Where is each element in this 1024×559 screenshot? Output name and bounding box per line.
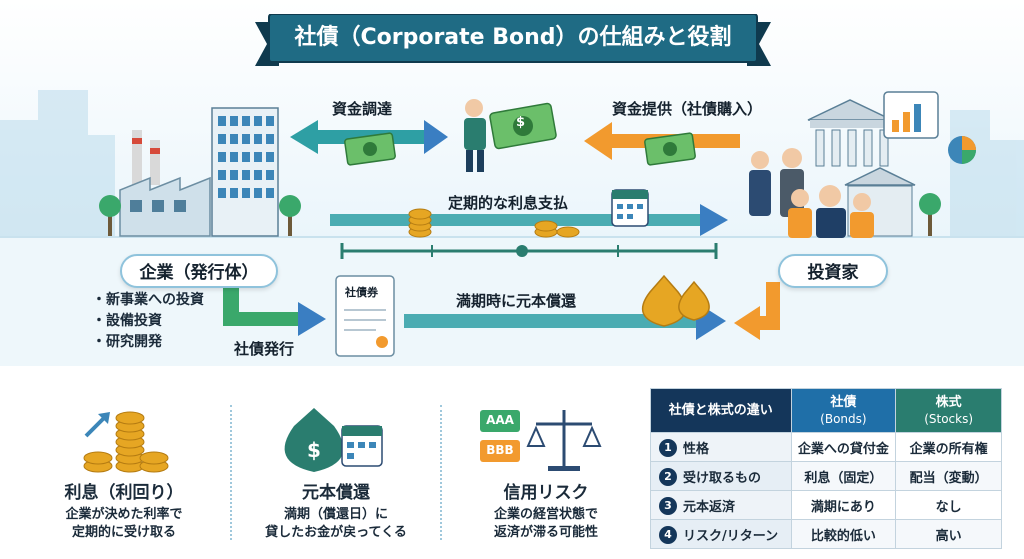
feature-icons [83, 408, 602, 473]
table-header-cell: 社債 (Bonds) [790, 388, 897, 433]
feature-title: 元本償還 [302, 483, 370, 503]
redeem-label: 満期時に元本償還 [456, 292, 577, 310]
row-number-badge: 4 [659, 525, 677, 544]
money-bag-calendar-icon [284, 408, 383, 472]
pie-chart-icon [948, 136, 976, 164]
row-label-cell: 2 受け取るもの [650, 461, 792, 491]
feature-desc-line: 返済が滞る可能性 [493, 525, 598, 540]
row-label: 受け取るもの [683, 470, 762, 486]
stock-cell: 配当（変動） [895, 461, 1002, 491]
header-bond: 社債 [830, 394, 857, 410]
rating-aaa: AAA [486, 413, 514, 427]
feature-desc-line: 定期的に受け取る [71, 525, 176, 540]
illustration-layer [0, 90, 1024, 357]
banner-ribbon-icon [255, 14, 771, 66]
feature-desc-line: 企業の経営状態で [493, 507, 598, 522]
row-label-cell: 1 性格 [650, 432, 792, 462]
rating-scale-icon [480, 410, 602, 471]
divider [230, 405, 232, 540]
row-number-badge: 1 [659, 438, 677, 457]
feature-credit-risk: 信用リスク 企業の経営状態で 返済が滞る可能性 [446, 478, 646, 542]
investor-group-icon [749, 148, 874, 238]
bond-cell: 比較的低い [790, 519, 897, 549]
person-with-money-icon [464, 99, 557, 172]
table-header-row: 社債と株式の違い 社債 (Bonds) 株式 (Stocks) [650, 388, 1002, 433]
funding-label: 資金調達 [332, 100, 393, 118]
divider [440, 405, 442, 540]
investor-pill: 投資家 [778, 254, 888, 288]
header-stock: 株式 [935, 394, 962, 410]
feature-desc-line: 満期（償還日）に [283, 507, 388, 522]
row-label-cell: 4 リスク/リターン [650, 519, 792, 549]
feature-title: 利息（利回り） [64, 483, 184, 503]
cash-bill-icon [344, 132, 396, 166]
coin-growth-icon [83, 411, 169, 473]
table-header-cell: 株式 (Stocks) [895, 388, 1002, 433]
stock-cell: 企業の所有権 [895, 432, 1002, 462]
feature-title: 信用リスク [503, 483, 589, 503]
row-label: 元本返済 [683, 499, 736, 515]
provide-label: 資金提供（社債購入） [612, 100, 763, 118]
right-skyline-icon [950, 110, 1024, 236]
bond-cell: 企業への貸付金 [790, 432, 897, 462]
row-number-badge: 3 [659, 496, 677, 515]
growth-chart-icon [883, 91, 939, 139]
table-header-cell: 社債と株式の違い [650, 388, 792, 433]
row-label-cell: 3 元本返済 [650, 490, 792, 520]
certificate-label: 社債券 [345, 286, 378, 299]
issuer-uses-list: ・新事業への投資 ・設備投資 ・研究開発 [92, 290, 204, 353]
cash-bill-right-icon [644, 132, 696, 166]
list-item: ・研究開発 [92, 334, 162, 350]
title-banner: 社債（Corporate Bond）の仕組みと役割 [255, 14, 771, 70]
office-building-icon [211, 107, 279, 237]
issuer-pill: 企業（発行体） [120, 254, 278, 288]
table-row: 1 性格 企業への貸付金 企業の所有権 [650, 432, 1002, 462]
bond-cell: 利息（固定） [790, 461, 897, 491]
tree-icon [99, 193, 941, 236]
header-stock-sub: (Stocks) [924, 411, 974, 426]
bond-certificate-icon [335, 275, 395, 357]
table-row: 4 リスク/リターン 比較的低い 高い [650, 519, 1002, 549]
feature-desc-line: 貸したお金が戻ってくる [265, 525, 407, 540]
left-skyline-icon [0, 90, 115, 236]
row-label: リスク/リターン [683, 528, 779, 544]
list-item: ・新事業への投資 [92, 292, 204, 308]
header-bond-sub: (Bonds) [820, 411, 867, 426]
bond-cell: 満期にあり [790, 490, 897, 520]
money-bag-icon [641, 274, 710, 327]
timeline-icon [340, 243, 718, 259]
coin-stack-icon [408, 208, 580, 238]
comparison-table: 社債と株式の違い 社債 (Bonds) 株式 (Stocks) 1 性格 企業への… [650, 388, 1002, 549]
stock-cell: 高い [895, 519, 1002, 549]
interest-label: 定期的な利息支払 [448, 194, 569, 212]
feature-redemption: 元本償還 満期（償還日）に 貸したお金が戻ってくる [236, 478, 436, 542]
table-row: 3 元本返済 満期にあり なし [650, 490, 1002, 520]
table-row: 2 受け取るもの 利息（固定） 配当（変動） [650, 461, 1002, 491]
rating-bbb: BBB [486, 443, 514, 457]
investor-return-arrow-icon [734, 282, 780, 340]
row-number-badge: 2 [659, 467, 677, 486]
money-bag-symbol: $ [307, 438, 321, 462]
feature-desc-line: 企業が決めた利率で [65, 507, 183, 522]
issue-arrow-icon [223, 270, 326, 336]
list-item: ・設備投資 [92, 313, 162, 329]
factory-icon [119, 130, 211, 237]
money-symbol-label: $ [516, 115, 526, 130]
row-label: 性格 [683, 441, 710, 457]
issue-label: 社債発行 [234, 340, 295, 358]
feature-interest: 利息（利回り） 企業が決めた利率で 定期的に受け取る [24, 478, 224, 542]
stock-cell: なし [895, 490, 1002, 520]
calendar-icon [611, 189, 649, 227]
page-title: 社債（Corporate Bond）の仕組みと役割 [294, 25, 732, 50]
